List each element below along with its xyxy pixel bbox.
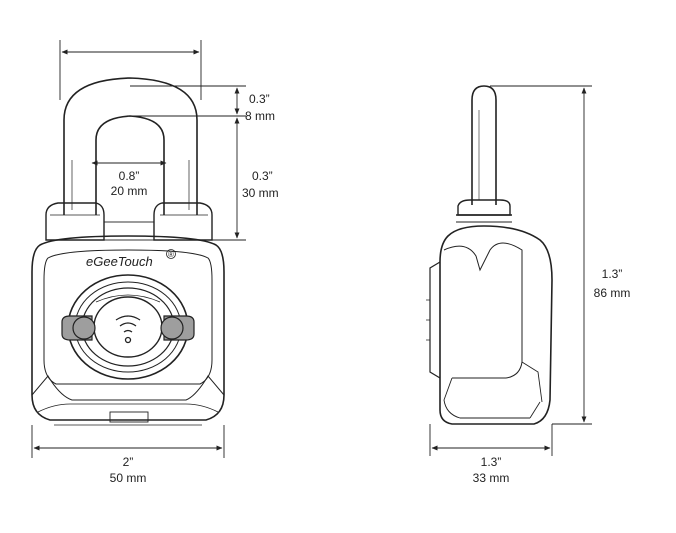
body-depth-metric: 33 mm [473, 471, 510, 485]
front-view [31, 77, 225, 426]
side-body [426, 225, 553, 425]
clearance-height-metric: 30 mm [242, 186, 279, 200]
total-height-imperial: 1.3” [602, 267, 623, 281]
body-width-imperial: 2” [123, 455, 134, 469]
clearance-top-imperial: 0.3” [249, 92, 270, 106]
front-release-buttons [61, 315, 195, 341]
registered-trademark-icon: ® [166, 249, 176, 259]
inner-width-metric: 20 mm [111, 184, 148, 198]
side-shackle [471, 85, 497, 205]
svg-text:®: ® [168, 250, 174, 259]
front-dimensions [31, 40, 246, 458]
inner-width-imperial: 0.8” [119, 169, 140, 183]
side-collar [456, 199, 512, 223]
front-collar [45, 202, 213, 241]
side-view [426, 85, 553, 425]
brand-logo-text: eGeeTouch [86, 254, 153, 269]
clearance-top-metric: 8 mm [245, 109, 275, 123]
clearance-height-imperial: 0.3” [252, 169, 273, 183]
wifi-icon [115, 315, 141, 344]
total-height-metric: 86 mm [594, 286, 631, 300]
side-dimensions [429, 85, 592, 456]
front-body [31, 235, 225, 426]
body-width-metric: 50 mm [110, 471, 147, 485]
body-depth-imperial: 1.3” [481, 455, 502, 469]
